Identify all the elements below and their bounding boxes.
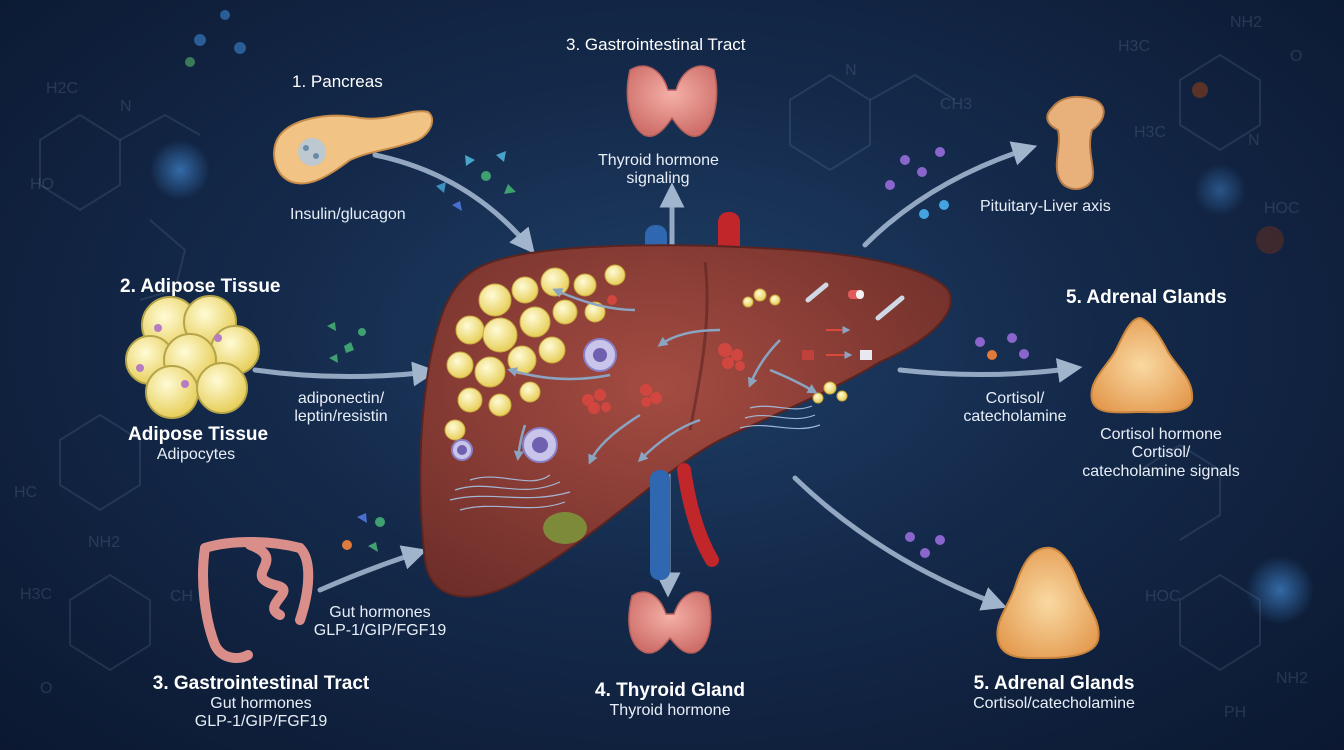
fat-droplets bbox=[444, 264, 848, 441]
pancreas-title: 1. Pancreas bbox=[292, 72, 383, 91]
adipose-arrow-line2: leptin/resistin bbox=[294, 408, 388, 426]
gi-bottom-caption: 3. Gastrointestinal Tract Gut hormones G… bbox=[148, 673, 374, 732]
pituitary-signal-particles bbox=[885, 147, 949, 219]
adrenal-right-illustration bbox=[1090, 316, 1194, 414]
gut-arrow-label: Gut hormones GLP-1/GIP/FGF19 bbox=[310, 604, 450, 641]
chem-label: HOC bbox=[1145, 588, 1181, 605]
background-glow-nodes bbox=[150, 10, 1314, 624]
adrenal-bottom-sub: Cortisol/catecholamine bbox=[973, 694, 1135, 712]
adrenal-right-sub3: catecholamine signals bbox=[1082, 462, 1240, 480]
chem-label: CH3 bbox=[940, 96, 973, 113]
adrenal-arrow-line1: Cortisol/ bbox=[985, 390, 1045, 407]
pancreas-hormones: Insulin/glucagon bbox=[290, 206, 406, 223]
adrenal-right-sub1: Cortisol hormone bbox=[1100, 426, 1222, 443]
adrenal-arrow-line2: catecholamine bbox=[963, 408, 1067, 426]
chem-label: N bbox=[120, 98, 132, 115]
gi-bottom-title: 3. Gastrointestinal Tract bbox=[152, 673, 370, 694]
thyroid-bottom-illustration bbox=[628, 591, 712, 654]
adrenal-right-signal-particles bbox=[975, 333, 1029, 360]
pituitary-liver-axis-label: Pituitary-Liver axis bbox=[980, 198, 1111, 215]
liver-internal-arrows bbox=[507, 288, 818, 465]
chem-label: NH2 bbox=[88, 534, 121, 551]
chem-label: N bbox=[845, 62, 857, 79]
gi-bottom-sub2: GLP-1/GIP/FGF19 bbox=[194, 713, 328, 731]
gallbladder bbox=[543, 512, 587, 544]
adipose-signal-particles bbox=[327, 322, 366, 363]
gut-signal-particles bbox=[342, 513, 385, 552]
adrenal-bottom-illustration bbox=[996, 546, 1100, 660]
chem-label: NH2 bbox=[1276, 670, 1309, 687]
chem-label: O bbox=[1290, 48, 1303, 65]
chem-label: H3C bbox=[20, 586, 53, 603]
adipose-arrow-line1: adiponectin/ bbox=[297, 390, 385, 407]
gi-bottom-sub1: Gut hormones bbox=[210, 694, 312, 712]
hepatocyte-clusters bbox=[582, 295, 745, 414]
chem-label: PH bbox=[1224, 704, 1247, 721]
chem-label: HO bbox=[30, 176, 54, 193]
gut-arrow-line2: GLP-1/GIP/FGF19 bbox=[313, 622, 447, 640]
adrenal-arrow-label: Cortisol/ catecholamine bbox=[950, 390, 1080, 427]
intestine-illustration bbox=[198, 537, 314, 663]
adipose-title: 2. Adipose Tissue bbox=[120, 276, 281, 297]
chem-label: HC bbox=[14, 484, 38, 501]
pancreas-illustration bbox=[273, 110, 434, 185]
immune-cells bbox=[451, 338, 617, 463]
drug-icons bbox=[802, 282, 905, 360]
chem-label: NH2 bbox=[1230, 14, 1263, 31]
adipose-caption-sub: Adipocytes bbox=[156, 445, 236, 463]
adipose-caption-title: Adipose Tissue bbox=[128, 424, 269, 445]
chem-label: H3C bbox=[1118, 38, 1151, 55]
adipocytes-illustration bbox=[125, 295, 260, 419]
gi-top-sub-line1: Thyroid hormone bbox=[598, 152, 719, 169]
thyroid-caption: 4. Thyroid Gland Thyroid hormone bbox=[584, 680, 756, 720]
liver-illustration bbox=[419, 212, 952, 598]
gi-top-sub: Thyroid hormone signaling bbox=[598, 152, 719, 189]
gi-top-sub-line2: signaling bbox=[626, 170, 690, 188]
arrow-adipose-to-liver bbox=[252, 361, 438, 387]
gut-arrow-line1: Gut hormones bbox=[329, 604, 431, 621]
arrow-gut-to-liver bbox=[317, 545, 428, 593]
liver-body bbox=[419, 244, 952, 598]
pituitary-illustration bbox=[1046, 95, 1105, 190]
adrenal-bottom-signal-particles bbox=[905, 532, 945, 558]
adipose-caption: Adipose Tissue Adipocytes bbox=[128, 424, 268, 464]
chem-label: N bbox=[1248, 132, 1260, 149]
arrow-liver-to-adrenal-right bbox=[897, 358, 1083, 383]
adrenal-right-sub2: Cortisol/ bbox=[1131, 444, 1191, 462]
arrow-pancreas-to-liver bbox=[372, 152, 535, 254]
arrow-liver-to-pituitary bbox=[862, 141, 1038, 248]
liver-lobe-divider bbox=[688, 261, 709, 431]
thyroid-sub: Thyroid hormone bbox=[609, 701, 731, 719]
adrenal-bottom-caption: 5. Adrenal Glands Cortisol/catecholamine bbox=[960, 673, 1148, 713]
adrenal-right-title: 5. Adrenal Glands bbox=[1066, 287, 1227, 308]
thyroid-top-illustration bbox=[626, 65, 718, 137]
gi-top-title: 3. Gastrointestinal Tract bbox=[566, 35, 746, 54]
chem-label: HOC bbox=[1264, 200, 1300, 217]
adrenal-bottom-title: 5. Adrenal Glands bbox=[973, 673, 1135, 694]
pancreas-signal-particles bbox=[436, 151, 516, 211]
fibrosis-fibers bbox=[449, 405, 821, 511]
chem-label: H3C bbox=[1134, 124, 1167, 141]
adrenal-right-caption: Cortisol hormone Cortisol/ catecholamine… bbox=[1066, 426, 1256, 481]
arrow-liver-to-adrenal-bottom bbox=[792, 475, 1008, 611]
thyroid-title: 4. Thyroid Gland bbox=[595, 680, 745, 701]
chem-label: H2C bbox=[46, 80, 79, 97]
adipose-arrow-label: adiponectin/ leptin/resistin bbox=[276, 390, 406, 427]
background-molecule-lines bbox=[39, 53, 1261, 672]
adipocyte-nuclei bbox=[136, 324, 222, 388]
chem-label: O bbox=[40, 680, 53, 697]
chem-label: CH bbox=[170, 588, 194, 605]
